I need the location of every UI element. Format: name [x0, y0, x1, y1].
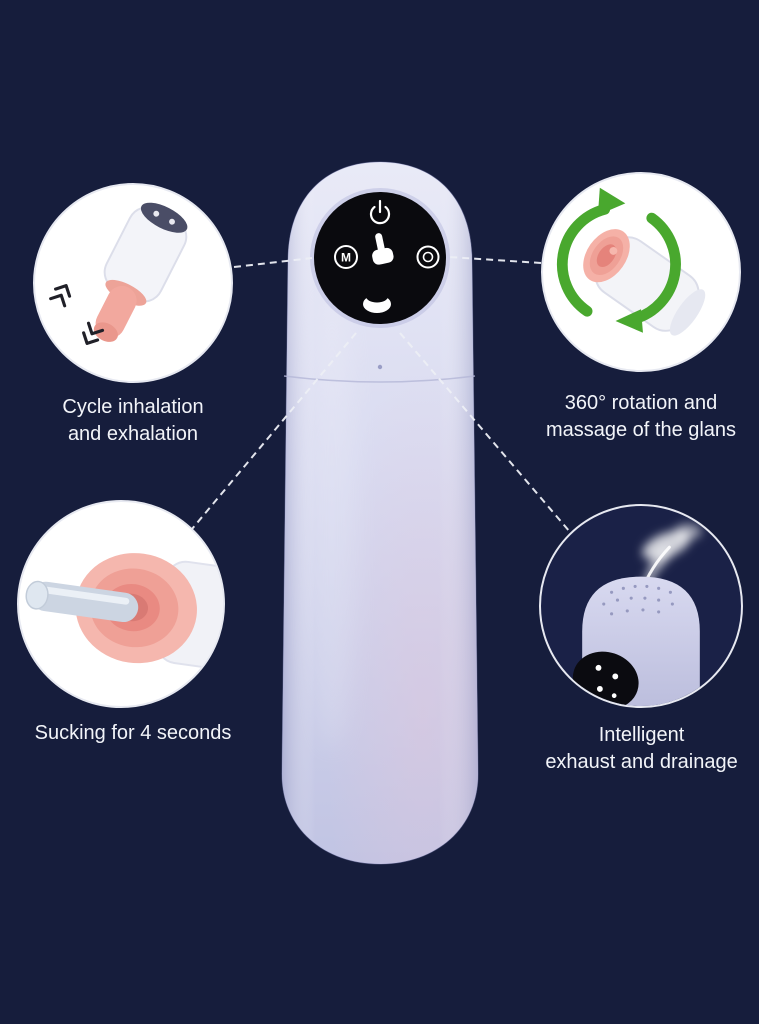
- callout-circle-inhalation: [33, 183, 233, 383]
- device-body: [281, 161, 479, 865]
- rotation-illustration: [556, 187, 706, 336]
- callout-circle-rotation: [541, 172, 741, 372]
- connector-bottom-left: [191, 332, 357, 530]
- mini-device-sucking: [25, 553, 223, 668]
- touch-icon: [372, 233, 394, 265]
- callout-label-rotation: 360° rotation and massage of the glans: [545, 392, 737, 441]
- sucking-illustration: [25, 553, 223, 668]
- callout-label-sucking: Sucking for 4 seconds: [34, 722, 232, 744]
- mode-button-letter: M: [341, 251, 351, 265]
- callout-circle-sucking: [17, 500, 225, 708]
- inhalation-illustration: [49, 202, 188, 345]
- mini-device-rotation: [583, 229, 706, 336]
- rotation-arrows: [556, 187, 681, 333]
- connector-lines: [191, 256, 571, 533]
- callout-label-inhalation: Cycle inhalation and exhalation: [62, 396, 204, 445]
- suction-icon: [363, 290, 391, 313]
- connector-bottom-right: [399, 332, 571, 533]
- callout-circle-exhaust: [539, 504, 743, 708]
- connector-top-right: [448, 256, 542, 264]
- power-icon: [369, 199, 391, 225]
- vent-dots: [602, 584, 674, 616]
- callout-label-exhaust: Intelligent exhaust and drainage: [545, 724, 738, 773]
- exhaust-illustration: [572, 523, 702, 706]
- mode-icon: M: [334, 245, 358, 269]
- device-seam: [283, 375, 476, 383]
- device-highlight: [308, 290, 356, 750]
- control-panel: M: [310, 188, 450, 328]
- stroke-arrows: [49, 284, 105, 345]
- mini-device-inhalation: [93, 202, 188, 342]
- device-pinhole: [377, 364, 383, 370]
- connector-top-left: [233, 257, 313, 268]
- rotate-icon: [416, 245, 440, 269]
